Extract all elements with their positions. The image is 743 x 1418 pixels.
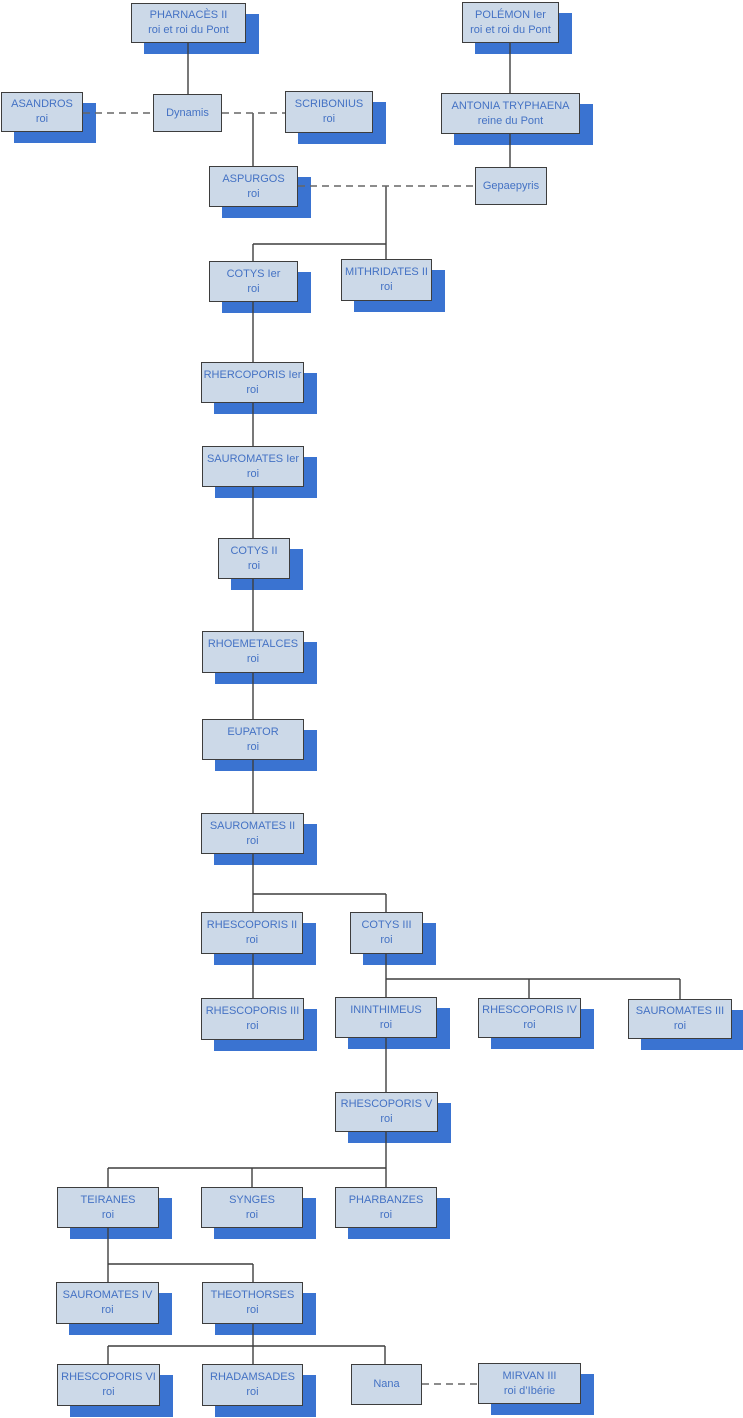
person-node-cotys-iii: COTYS III roi: [350, 912, 423, 954]
person-node-dynamis: Dynamis: [153, 94, 222, 132]
person-node-sauromates-iv: SAUROMATES IV roi: [56, 1282, 159, 1324]
person-name: THEOTHORSES: [210, 1289, 295, 1302]
person-name: RHESCOPORIS III: [205, 1005, 300, 1018]
person-node-rhescoporis-v: RHESCOPORIS V roi: [335, 1092, 438, 1132]
person-name: RHESCOPORIS IV: [482, 1004, 577, 1017]
person-title: roi et roi du Pont: [148, 24, 229, 36]
person-node-sauromates-ii: SAUROMATES II roi: [201, 813, 304, 854]
person-title: roi: [245, 1208, 259, 1221]
person-name: SAUROMATES III: [635, 1005, 725, 1018]
person-node-gepaepyris: Gepaepyris: [475, 167, 547, 205]
person-node-eupator: EUPATOR roi: [202, 719, 304, 760]
person-name: ASPURGOS: [222, 172, 285, 185]
person-name: SAUROMATES IV: [62, 1289, 153, 1302]
person-node-cotys-ii: COTYS II roi: [218, 538, 290, 579]
person-title: roi: [322, 113, 336, 125]
person-node-rhescoporis-ii: RHESCOPORIS II roi: [201, 912, 303, 954]
person-name: EUPATOR: [227, 725, 279, 738]
person-title: roi: [380, 1113, 393, 1125]
person-node-aspurgos: ASPURGOS roi: [209, 166, 298, 207]
person-name: COTYS III: [361, 919, 412, 932]
person-name: SCRIBONIUS: [294, 98, 364, 111]
person-title: roi: [246, 740, 260, 753]
person-node-rhadamsades: RHADAMSADES roi: [202, 1364, 303, 1406]
person-node-synges: SYNGES roi: [201, 1187, 303, 1228]
person-title: roi: [246, 834, 259, 847]
person-title: reine du Pont: [477, 114, 544, 127]
person-title: roi et roi du Pont: [470, 23, 551, 36]
person-name: MITHRIDATES II: [345, 266, 428, 279]
person-node-scribonius: SCRIBONIUS roi: [285, 91, 373, 133]
person-title: roi: [673, 1020, 687, 1032]
person-title: roi: [379, 1208, 393, 1221]
person-title: roi: [247, 559, 261, 572]
person-title: roi: [380, 934, 393, 946]
person-node-asandros: ASANDROS roi: [1, 92, 83, 132]
person-node-teiranes: TEIRANES roi: [57, 1187, 159, 1228]
person-name: TEIRANES: [80, 1193, 136, 1206]
person-title: roi: [246, 1304, 259, 1316]
person-title: roi d’Ibérie: [503, 1384, 556, 1397]
person-title: roi: [380, 281, 393, 293]
person-title: roi: [247, 282, 260, 295]
person-title: roi: [246, 467, 260, 480]
person-name: SAUROMATES II: [209, 819, 296, 832]
person-name: COTYS Ier: [226, 267, 281, 280]
person-title: roi: [245, 934, 259, 946]
person-name: ASANDROS: [11, 98, 73, 111]
person-node-antonia-tryphaena: ANTONIA TRYPHAENA reine du Pont: [441, 93, 580, 134]
person-node-mirvan-iii: MIRVAN III roi d’Ibérie: [478, 1363, 581, 1404]
person-name: Dynamis: [166, 106, 209, 119]
person-name: POLÉMON Ier: [475, 8, 546, 21]
person-name: RHOEMETALCES: [207, 638, 299, 651]
person-name: ANTONIA TRYPHAENA: [451, 99, 570, 112]
person-node-cotys-ier: COTYS Ier roi: [209, 261, 298, 302]
person-node-nana: Nana: [351, 1364, 422, 1405]
person-name: RHESCOPORIS V: [340, 1098, 433, 1111]
person-name: SYNGES: [229, 1193, 275, 1206]
person-title: roi: [379, 1018, 393, 1031]
person-name: MIRVAN III: [502, 1369, 557, 1382]
person-name: PHARNACÈS II: [149, 9, 228, 22]
person-name: RHESCOPORIS VI: [61, 1371, 156, 1384]
person-title: roi: [523, 1019, 536, 1031]
person-title: roi: [35, 113, 49, 125]
person-node-polemon-ier: POLÉMON Ier roi et roi du Pont: [462, 2, 559, 43]
person-name: RHADAMSADES: [210, 1371, 295, 1384]
person-name: Gepaepyris: [482, 179, 540, 192]
person-node-pharnaces-ii: PHARNACÈS II roi et roi du Pont: [131, 3, 246, 43]
person-title: roi: [246, 383, 259, 396]
person-title: roi: [101, 1208, 115, 1221]
person-node-ininthimeus: ININTHIMEUS roi: [335, 997, 437, 1038]
person-title: roi: [101, 1304, 114, 1316]
person-name: Nana: [373, 1378, 400, 1391]
person-node-rhescoporis-iv: RHESCOPORIS IV roi: [478, 998, 581, 1038]
person-name: RHERCOPORIS Ier: [203, 368, 302, 381]
person-title: roi: [246, 1386, 259, 1398]
person-node-rhercoporis-ier: RHERCOPORIS Ier roi: [201, 362, 304, 403]
person-node-rhescoporis-iii: RHESCOPORIS III roi: [201, 998, 304, 1040]
person-node-mithridates-ii: MITHRIDATES II roi: [341, 259, 432, 301]
person-node-theothorses: THEOTHORSES roi: [202, 1282, 303, 1324]
person-name: ININTHIMEUS: [350, 1003, 422, 1016]
person-name: SAUROMATES Ier: [206, 452, 300, 465]
person-node-pharbanzes: PHARBANZES roi: [335, 1187, 437, 1228]
person-title: roi: [247, 187, 260, 200]
person-title: roi: [102, 1386, 115, 1398]
person-node-sauromates-iii: SAUROMATES III roi: [628, 999, 732, 1039]
person-node-rhoemetalces: RHOEMETALCES roi: [202, 631, 304, 673]
person-node-sauromates-ier: SAUROMATES Ier roi: [202, 446, 304, 487]
person-title: roi: [246, 1020, 259, 1032]
person-name: COTYS II: [230, 544, 278, 557]
person-title: roi: [246, 653, 260, 665]
person-name: PHARBANZES: [348, 1193, 424, 1206]
person-name: RHESCOPORIS II: [206, 919, 298, 932]
person-node-rhescoporis-vi: RHESCOPORIS VI roi: [57, 1364, 160, 1406]
